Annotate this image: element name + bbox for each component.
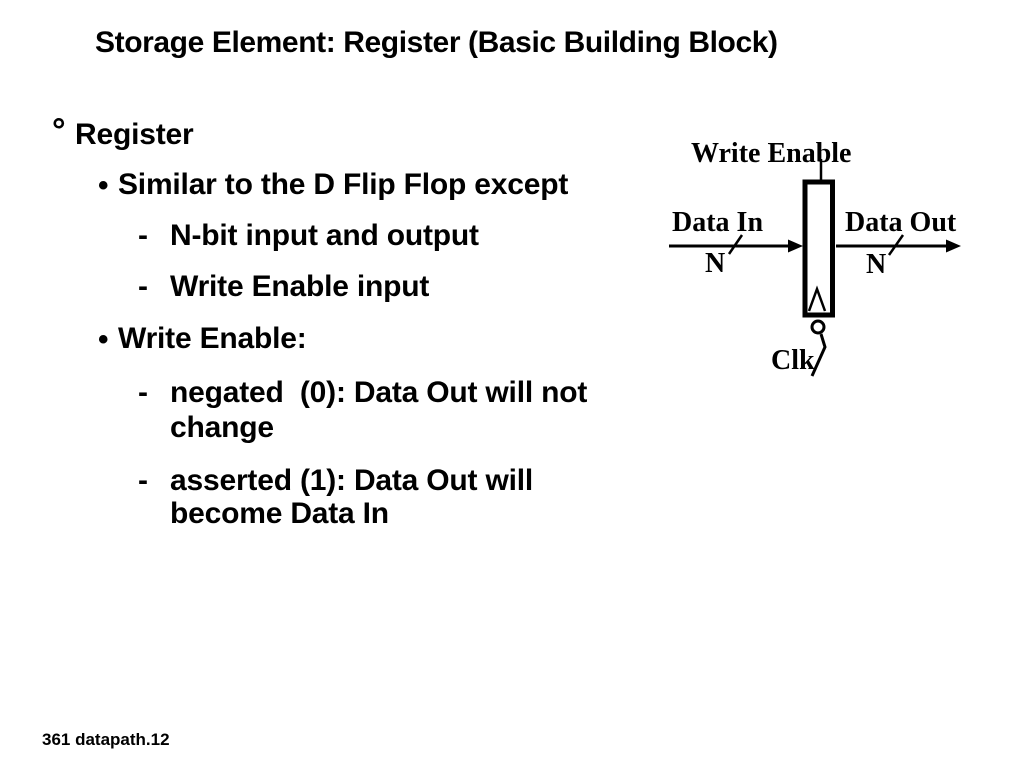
bus-width-n-left: N	[705, 248, 725, 279]
dot-bullet-icon: •	[98, 169, 109, 202]
page-title: Storage Element: Register (Basic Buildin…	[95, 26, 778, 59]
dash-bullet-icon: -	[138, 376, 148, 409]
bullet-similar-dff: Similar to the D Flip Flop except	[118, 168, 569, 201]
dot-bullet-icon: •	[98, 323, 109, 356]
bus-slash-right-icon	[887, 234, 905, 256]
clk-wire	[810, 333, 827, 377]
dash-bullet-icon: -	[138, 270, 148, 303]
degree-bullet-icon: °	[52, 112, 66, 150]
bullet-write-enable-input: Write Enable input	[170, 270, 430, 303]
clk-label: Clk	[771, 345, 815, 376]
bullet-asserted-line2: become Data In	[170, 497, 389, 530]
data-out-label: Data Out	[845, 207, 957, 238]
register-body	[802, 179, 835, 318]
write-enable-label: Write Enable	[691, 138, 851, 169]
bullet-write-enable: Write Enable:	[118, 322, 307, 355]
bullet-nbit-io: N-bit input and output	[170, 219, 479, 252]
data-in-label: Data In	[672, 207, 763, 238]
bullet-negated-line1: negated (0): Data Out will not	[170, 376, 588, 409]
bus-slash-left-icon	[727, 234, 744, 255]
data-out-arrowhead-icon	[946, 239, 961, 253]
data-in-arrowhead-icon	[788, 239, 803, 253]
bullet-asserted-line1: asserted (1): Data Out will	[170, 464, 534, 497]
dash-bullet-icon: -	[138, 464, 148, 497]
clock-bubble-icon	[810, 319, 826, 335]
clock-edge-triangle-icon	[807, 285, 827, 312]
bullet-register: Register	[75, 118, 194, 151]
dash-bullet-icon: -	[138, 219, 148, 252]
bullet-negated-line2: change	[170, 411, 274, 444]
register-diagram: Write Enable Data In Data Out N N Clk	[669, 138, 961, 377]
bus-width-n-right: N	[866, 249, 886, 280]
slide-footer: 361 datapath.12	[42, 730, 170, 749]
